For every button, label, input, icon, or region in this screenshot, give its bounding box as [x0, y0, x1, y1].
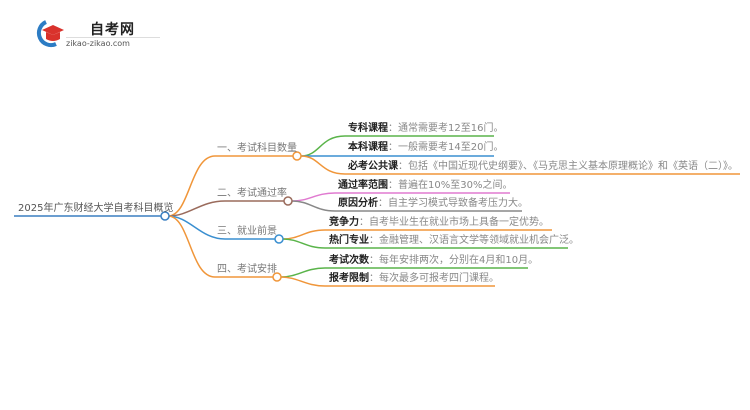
- leaf-key: 本科课程: [348, 142, 388, 153]
- leaf-node[interactable]: 考试次数：每年安排两次，分别在4月和10月。: [329, 255, 539, 266]
- leaf-value: 包括《中国近现代史纲要》、《马克思主义基本原理概论》和《英语（二）》。: [408, 161, 738, 172]
- branch-node-pass-rate[interactable]: 二、考试通过率: [217, 188, 287, 199]
- leaf-key: 热门专业: [329, 235, 369, 246]
- leaf-value: 每次最多可报考四门课程。: [379, 273, 499, 284]
- logo-title: 自考网: [90, 22, 135, 38]
- branch-node-subject-count[interactable]: 一、考试科目数量: [217, 143, 297, 154]
- leaf-value: 金融管理、汉语言文学等领域就业机会广泛。: [379, 235, 579, 246]
- leaf-key: 报考限制: [329, 273, 369, 284]
- leaf-value: 每年安排两次，分别在4月和10月。: [379, 255, 539, 266]
- graduation-cap-icon: [36, 20, 64, 48]
- branch-node-schedule[interactable]: 四、考试安排: [217, 264, 277, 275]
- leaf-value: 普遍在10%至30%之间。: [398, 180, 513, 191]
- leaf-node[interactable]: 专科课程：通常需要考12至16门。: [348, 123, 504, 134]
- leaf-value: 一般需要考14至20门。: [398, 142, 504, 153]
- logo-divider: [66, 37, 160, 38]
- leaf-value: 自考毕业生在就业市场上具备一定优势。: [369, 217, 549, 228]
- leaf-value: 通常需要考12至16门。: [398, 123, 504, 134]
- leaf-node[interactable]: 报考限制：每次最多可报考四门课程。: [329, 273, 499, 284]
- branch-node-career[interactable]: 三、就业前景: [217, 226, 277, 237]
- leaf-node[interactable]: 通过率范围：普遍在10%至30%之间。: [338, 180, 513, 191]
- logo-url: zikao-zikao.com: [66, 39, 130, 48]
- leaf-key: 原因分析: [338, 198, 378, 209]
- leaf-node[interactable]: 原因分析：自主学习模式导致备考压力大。: [338, 198, 528, 209]
- leaf-key: 竞争力: [329, 217, 359, 228]
- leaf-value: 自主学习模式导致备考压力大。: [388, 198, 528, 209]
- leaf-node[interactable]: 本科课程：一般需要考14至20门。: [348, 142, 504, 153]
- leaf-key: 通过率范围: [338, 180, 388, 191]
- leaf-node[interactable]: 必考公共课：包括《中国近现代史纲要》、《马克思主义基本原理概论》和《英语（二）》…: [348, 161, 738, 172]
- leaf-key: 专科课程: [348, 123, 388, 134]
- root-node[interactable]: 2025年广东财经大学自考科目概览: [18, 203, 174, 214]
- site-logo[interactable]: 自考网 zikao-zikao.com: [30, 16, 170, 50]
- leaf-key: 考试次数: [329, 255, 369, 266]
- leaf-key: 必考公共课: [348, 161, 398, 172]
- leaf-node[interactable]: 热门专业：金融管理、汉语言文学等领域就业机会广泛。: [329, 235, 579, 246]
- leaf-node[interactable]: 竞争力：自考毕业生在就业市场上具备一定优势。: [329, 217, 549, 228]
